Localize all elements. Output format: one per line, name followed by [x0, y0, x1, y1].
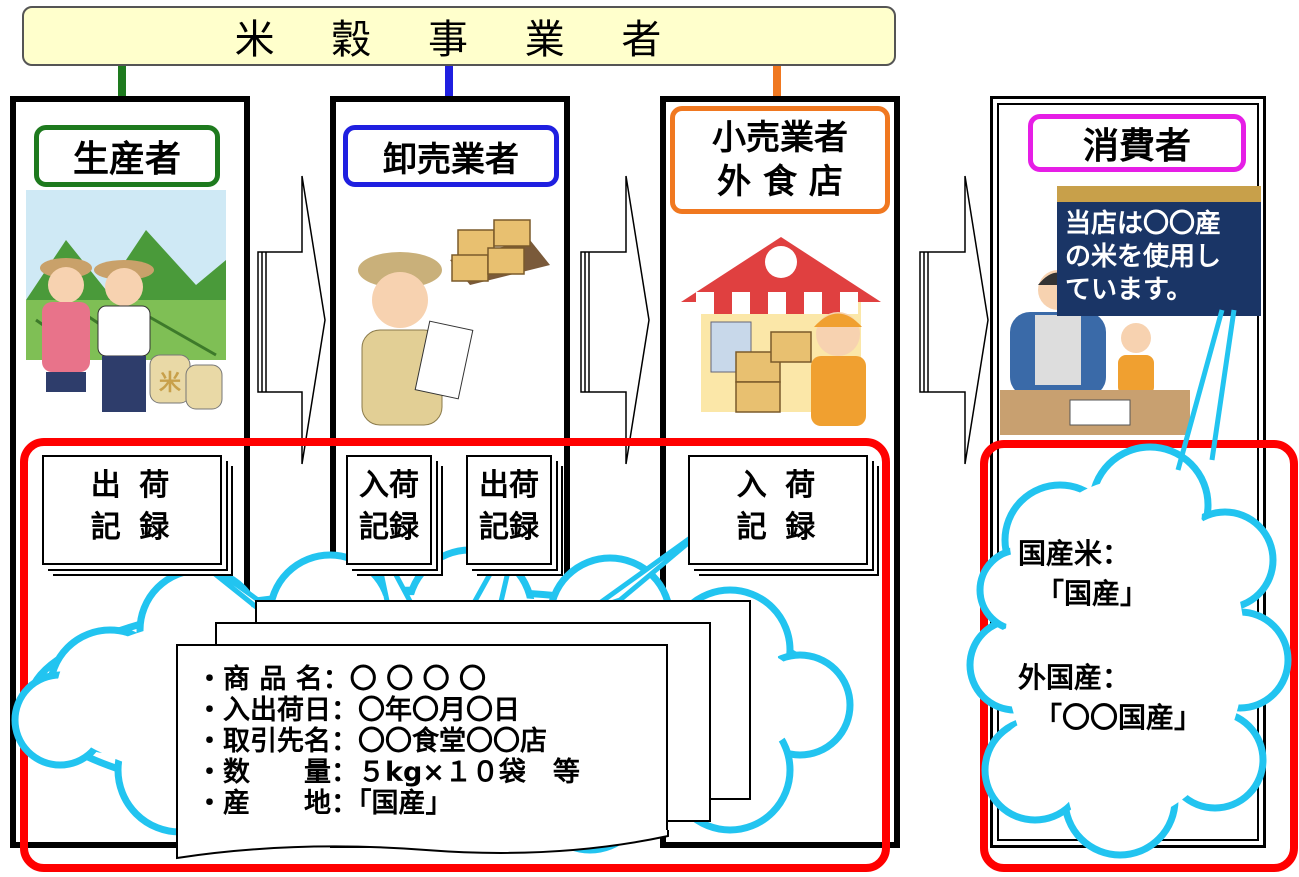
title-text: 米 穀 事 業 者: [234, 17, 684, 63]
connector-producer: [118, 66, 126, 96]
connector-retailer: [773, 66, 781, 96]
retailer-illustration: [681, 237, 881, 426]
foreign-heading: 外国産：: [1018, 661, 1131, 694]
store-sign: 当店は〇〇産 の米を使用し ています。: [1057, 186, 1261, 316]
label-wholesaler: 卸売業者: [343, 125, 559, 187]
connector-wholesaler: [445, 66, 453, 96]
consumer-label-text: 国産米： 「国産」 外国産： 「〇〇国産」: [1018, 534, 1238, 738]
document-front: ・商 品 名：〇 〇 〇 〇 ・入出荷日：〇年〇月〇日 ・取引先名：〇〇食堂〇〇…: [176, 644, 668, 834]
label-consumer: 消費者: [1028, 114, 1246, 172]
document-curl: [176, 830, 669, 860]
svg-text:米: 米: [159, 371, 182, 396]
label-producer: 生産者: [34, 125, 220, 187]
consumers-illustration: [1000, 270, 1190, 435]
document-line: ・商 品 名：〇 〇 〇 〇: [196, 664, 486, 695]
document-line: ・数 量：５kg×１０袋 等: [196, 757, 580, 788]
notebook-wholesaler-receiving: 入荷 記録: [346, 455, 432, 565]
wholesaler-illustration: [358, 219, 550, 426]
label-retailer: 小売業者 外 食 店: [670, 106, 890, 214]
document-line: ・産 地：「国産」: [196, 788, 453, 819]
domestic-value: 「国産」: [1036, 577, 1149, 610]
farmers-illustration: 米: [26, 190, 226, 412]
domestic-heading: 国産米：: [1018, 537, 1131, 570]
foreign-value: 「〇〇国産」: [1034, 701, 1203, 734]
document-line: ・取引先名：〇〇食堂〇〇店: [196, 726, 547, 757]
notebook-producer-shipping: 出 荷 記 録: [42, 455, 222, 565]
title-banner: 米 穀 事 業 者: [22, 6, 896, 66]
notebook-retailer-receiving: 入 荷 記 録: [688, 455, 868, 565]
records-highlight-frame: [20, 438, 890, 872]
notebook-wholesaler-shipping: 出荷 記録: [466, 455, 552, 565]
store-sign-text: 当店は〇〇産 の米を使用し ています。: [1057, 202, 1261, 316]
document-line: ・入出荷日：〇年〇月〇日: [196, 695, 520, 726]
